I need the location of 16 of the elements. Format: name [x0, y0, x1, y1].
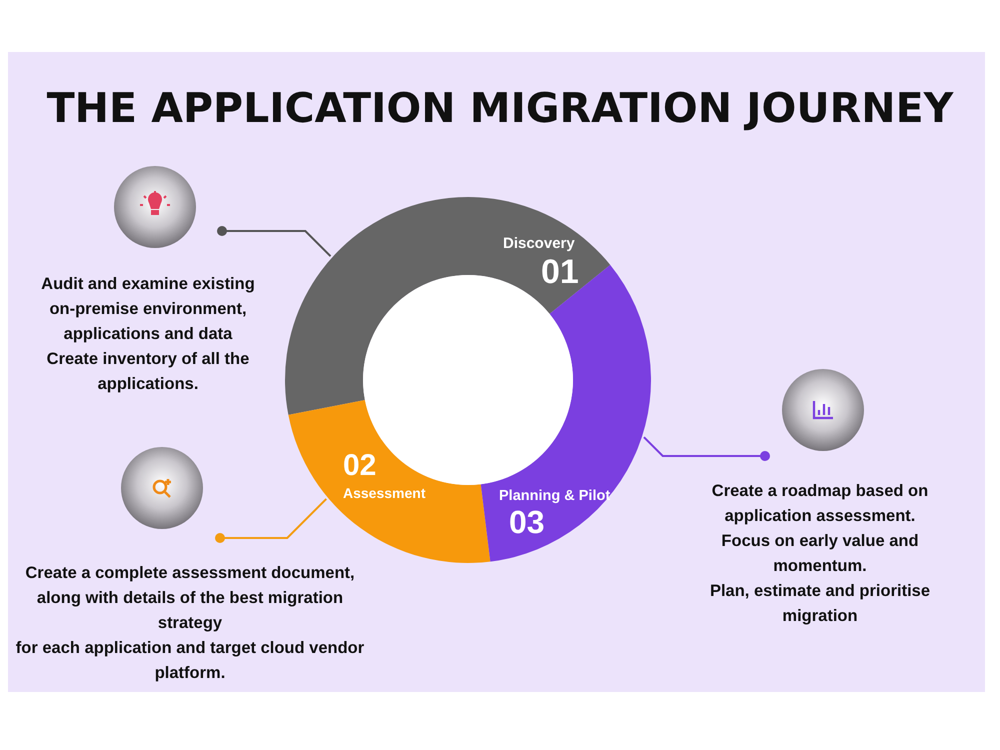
leader-line [217, 226, 332, 257]
step-number: 01 [541, 253, 579, 292]
description-text: for each application and target cloud vendor platform. [15, 638, 365, 684]
step-label: Planning & Pilot [499, 488, 610, 504]
leader-line [643, 436, 770, 461]
description-text: Create a roadmap based on application assessment. [710, 481, 930, 527]
step-label: Assessment [343, 485, 426, 501]
step-label: Discovery [503, 235, 575, 252]
description-text: Focus on early value and momentum. [720, 531, 920, 577]
leader-line [215, 498, 327, 543]
step-number: 03 [509, 504, 545, 541]
description-text: Plan, estimate and prioritise migration [708, 581, 932, 627]
description-text: Create inventory of all the applications. [46, 349, 250, 395]
title: THE APPLICATION MIGRATION JOURNEY [46, 84, 954, 132]
description-text: Audit and examine existing on-premise environment, applications and data [40, 274, 256, 345]
step-number: 02 [343, 449, 376, 483]
